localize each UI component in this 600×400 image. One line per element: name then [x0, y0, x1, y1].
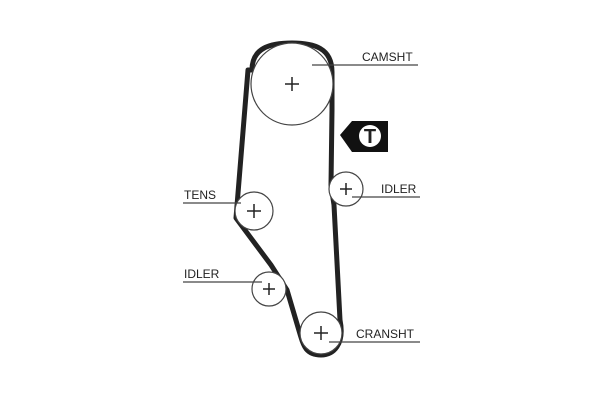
- tensioner-label: TENS: [184, 188, 216, 202]
- idler-pulley-left: [251, 271, 287, 307]
- idler-right-label: IDLER: [381, 182, 417, 196]
- idler-pulley-right: [328, 171, 364, 207]
- idler-left-label: IDLER: [184, 267, 220, 281]
- tension-marker-letter: T: [364, 126, 376, 148]
- leader-lines: [183, 64, 420, 343]
- camshaft-label: CAMSHT: [362, 50, 413, 64]
- camshaft-pulley: [250, 42, 334, 126]
- crankshaft-label: CRANSHT: [356, 327, 415, 341]
- tension-marker: T: [340, 121, 388, 152]
- tensioner-pulley: [234, 191, 274, 231]
- crankshaft-pulley: [299, 311, 343, 355]
